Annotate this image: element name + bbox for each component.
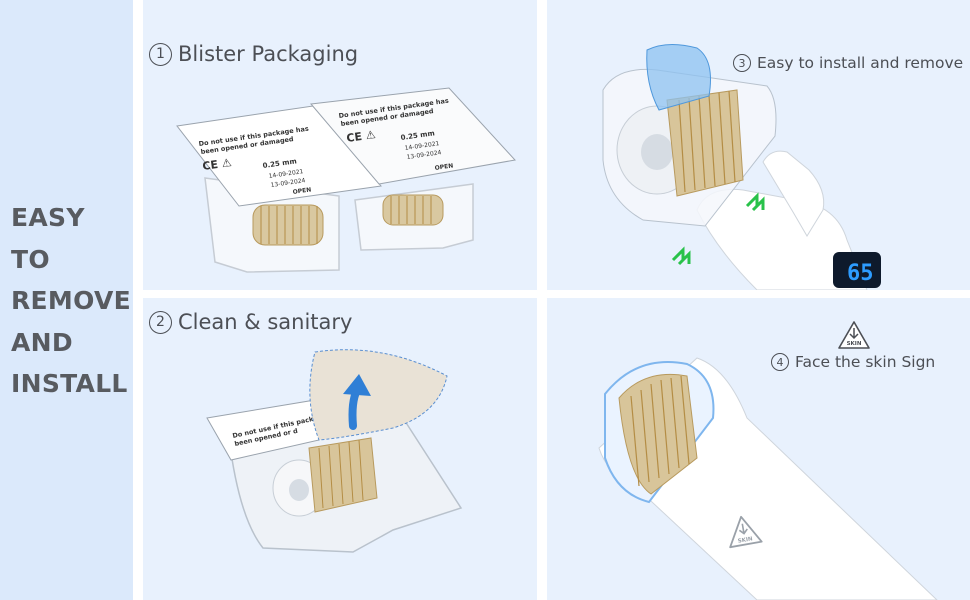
step-number: 3 (733, 54, 751, 72)
caption-text: Blister Packaging (178, 42, 359, 66)
sidebar-title: EASY TO REMOVE AND INSTALL (11, 197, 131, 405)
panel-clean-sanitary: 2 Clean & sanitary Do not use if this pa… (143, 298, 537, 600)
skin-triangle-icon: SKIN (837, 320, 871, 355)
lid2-date-mfg: 14-09-2021 (404, 140, 440, 152)
step-number: 2 (149, 310, 172, 334)
lid2-open: OPEN (434, 162, 453, 172)
step-number: 4 (771, 353, 789, 371)
caption-install: 3 Easy to install and remove (733, 54, 963, 72)
up-arrow-icon (343, 374, 371, 430)
caption-clean: 2 Clean & sanitary (149, 310, 352, 334)
step-number: 1 (149, 42, 172, 66)
panel-install-remove: 3 Easy to install and remove 65 (547, 0, 970, 290)
handle-skin-text: SKIN (737, 536, 753, 545)
title-line-and: AND (11, 327, 73, 357)
caption-text: Clean & sanitary (178, 310, 353, 334)
svg-text:65: 65 (847, 261, 874, 286)
roller-skin-illustration: SKIN (598, 357, 938, 600)
roller-install-illustration: 65 (602, 44, 881, 290)
title-line-remove: REMOVE (11, 286, 132, 315)
double-chevron-icon (671, 192, 765, 266)
svg-text:CE ⚠: CE ⚠ (202, 156, 233, 173)
title-line-to: TO (11, 244, 50, 274)
panel-blister-packaging: 1 Blister Packaging Do not use if this p… (143, 0, 537, 290)
skin-badge-text: SKIN (847, 341, 862, 347)
panel-skin-sign: SKIN 4 Face the skin Sign SKIN (547, 298, 970, 600)
lid-date-mfg: 14-09-2021 (268, 168, 304, 180)
caption-blister: 1 Blister Packaging (149, 42, 358, 66)
title-line-easy: EASY (11, 203, 85, 232)
caption-text: Face the skin Sign (795, 353, 936, 371)
caption-skin: 4 Face the skin Sign (771, 353, 935, 371)
caption-text: Easy to install and remove (757, 54, 964, 72)
sidebar: EASY TO REMOVE AND INSTALL (0, 0, 133, 600)
title-line-install: INSTALL (11, 369, 128, 398)
handle-skin-icon: SKIN (729, 515, 763, 549)
lid-date-exp: 13-09-2024 (270, 177, 306, 189)
lid2-date-exp: 13-09-2024 (406, 149, 442, 161)
peeled-blister-illustration: Do not use if this package been opened o… (206, 349, 463, 553)
svg-text:CE ⚠: CE ⚠ (346, 128, 377, 145)
blister-packs-illustration: Do not use if this package has been open… (176, 87, 516, 273)
lid-open: OPEN (292, 186, 311, 196)
